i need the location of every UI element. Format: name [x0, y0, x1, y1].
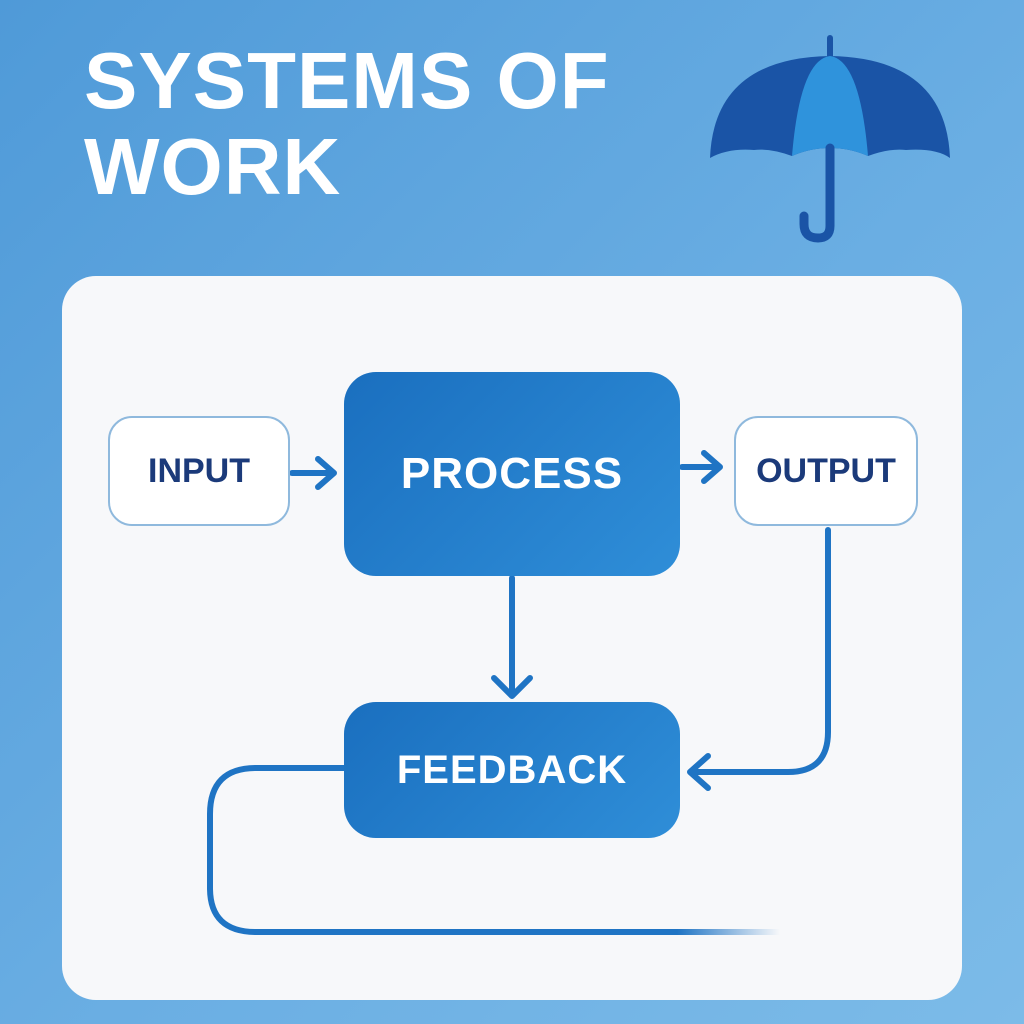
umbrella-icon: [710, 35, 950, 243]
feedback-node: FEEDBACK: [344, 702, 680, 838]
output-node: OUTPUT: [734, 416, 918, 526]
page-title: SYSTEMS OF WORK: [84, 38, 684, 210]
input-node: INPUT: [108, 416, 290, 526]
process-label: PROCESS: [400, 449, 624, 498]
feedback-label: FEEDBACK: [396, 747, 628, 792]
input-label: INPUT: [148, 451, 250, 490]
process-node: PROCESS: [344, 372, 680, 576]
title-line-1: SYSTEMS OF: [84, 36, 610, 125]
output-label: OUTPUT: [756, 451, 896, 490]
title-line-2: WORK: [84, 122, 342, 211]
